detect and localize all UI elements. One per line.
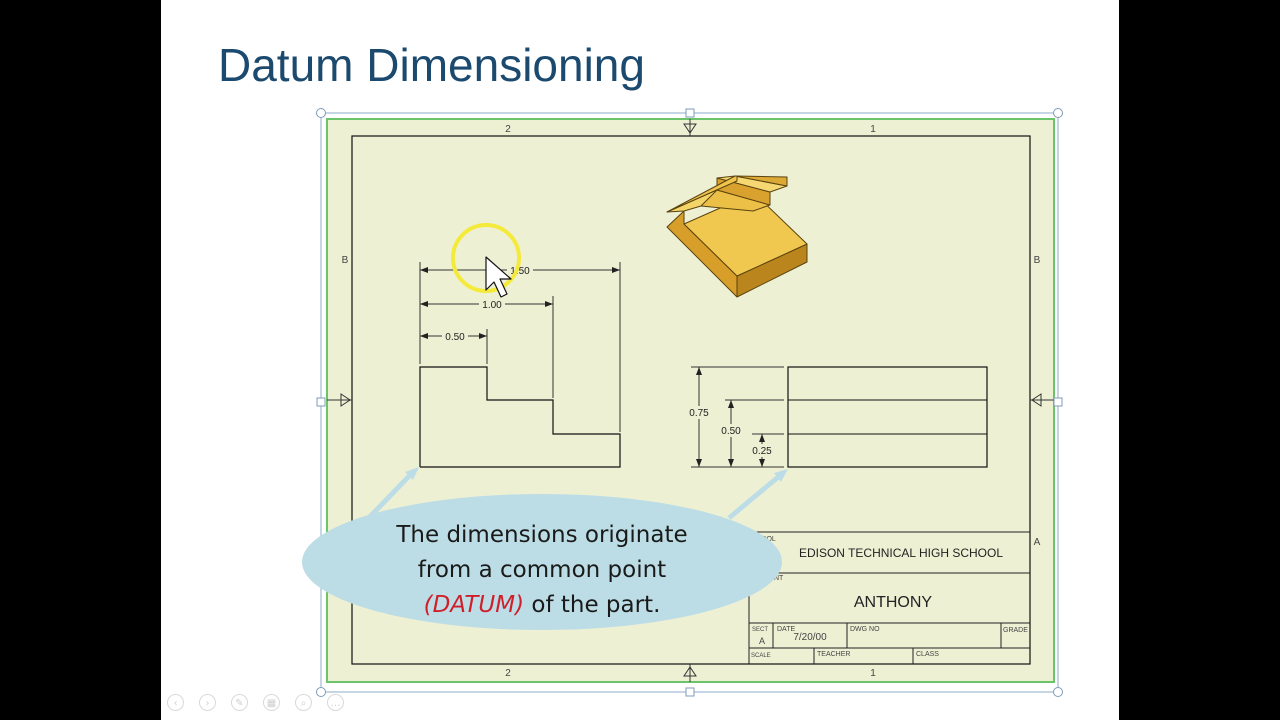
arrowhead-icon bbox=[405, 467, 419, 480]
date-label: DATE bbox=[777, 626, 795, 633]
dimension-text: 0.50 bbox=[445, 332, 465, 343]
arrowhead-icon bbox=[545, 301, 553, 307]
slideshow-toolbar: ‹ › ✎ ▦ ⌕ … bbox=[167, 694, 344, 712]
next-slide-icon[interactable]: › bbox=[199, 694, 216, 711]
student-name: ANTHONY bbox=[854, 594, 933, 611]
zone-label: 1 bbox=[870, 668, 876, 679]
arrowhead-icon bbox=[728, 400, 734, 408]
callout-line: (DATUM) of the part. bbox=[347, 588, 737, 623]
dimension-text: 1.50 bbox=[510, 266, 530, 277]
dimension-text: 1.00 bbox=[482, 300, 502, 311]
zoom-icon[interactable]: ⌕ bbox=[295, 694, 312, 711]
pen-icon[interactable]: ✎ bbox=[231, 694, 248, 711]
row-label: B bbox=[1034, 255, 1041, 266]
class-label: CLASS bbox=[916, 651, 939, 658]
dwg-no-label: DWG NO bbox=[850, 626, 880, 633]
zone-label: 2 bbox=[505, 124, 511, 135]
dim-gap bbox=[717, 424, 745, 437]
grade-label: GRADE bbox=[1003, 627, 1028, 634]
callout-line: from a common point bbox=[417, 557, 667, 583]
isometric-block bbox=[666, 175, 808, 298]
arrowhead-icon bbox=[728, 459, 734, 467]
center-mark-right-icon bbox=[1031, 393, 1042, 407]
front-view-outline bbox=[419, 366, 621, 468]
teacher-label: TEACHER bbox=[817, 651, 850, 658]
dimension-text: 0.75 bbox=[689, 408, 709, 419]
date-value: 7/20/00 bbox=[793, 632, 827, 643]
center-mark-bottom-icon bbox=[683, 666, 697, 677]
zone-label: 2 bbox=[505, 668, 511, 679]
arrowhead-icon bbox=[479, 333, 487, 339]
see-all-slides-icon[interactable]: ▦ bbox=[263, 694, 280, 711]
scale-label: SCALE bbox=[751, 653, 771, 659]
slide: Datum Dimensioning 2 1 2 1 B B A bbox=[161, 0, 1119, 720]
slide-title: Datum Dimensioning bbox=[218, 39, 645, 91]
callout-bubble bbox=[302, 494, 782, 630]
dimension-text: 0.25 bbox=[752, 446, 772, 457]
arrowhead-icon bbox=[696, 459, 702, 467]
previous-slide-icon[interactable]: ‹ bbox=[167, 694, 184, 711]
sect-value: A bbox=[759, 636, 765, 646]
student-label: NT bbox=[774, 575, 784, 582]
callout-pointer-right-line bbox=[727, 471, 785, 520]
dim-gap bbox=[442, 330, 468, 342]
arrowhead-icon bbox=[420, 301, 428, 307]
selection-handles[interactable] bbox=[316, 108, 1063, 697]
dim-gap bbox=[748, 444, 776, 457]
center-mark-left-icon bbox=[340, 393, 351, 407]
callout-line: The dimensions originate bbox=[396, 522, 688, 548]
sect-label: SECT bbox=[752, 627, 768, 633]
arrowhead-icon bbox=[759, 459, 765, 467]
side-view-outline bbox=[787, 366, 988, 468]
school-name: EDISON TECHNICAL HIGH SCHOOL bbox=[799, 546, 1003, 560]
arrowhead-icon bbox=[420, 333, 428, 339]
cursor-highlight bbox=[451, 223, 521, 293]
callout-text: The dimensions originate from a common p… bbox=[347, 518, 737, 623]
arrowhead-icon bbox=[612, 267, 620, 273]
dim-gap bbox=[685, 406, 713, 419]
title-block bbox=[748, 531, 1030, 664]
more-options-icon[interactable]: … bbox=[327, 694, 344, 711]
datum-term: (DATUM) bbox=[423, 592, 525, 618]
arrowhead-icon bbox=[420, 267, 428, 273]
row-label: A bbox=[1034, 537, 1041, 548]
center-mark-top-icon bbox=[683, 123, 697, 134]
row-label: B bbox=[342, 255, 349, 266]
arrowhead-icon bbox=[774, 469, 788, 482]
mouse-pointer-icon bbox=[485, 256, 512, 298]
arrowhead-icon bbox=[696, 367, 702, 375]
arrowhead-icon bbox=[759, 434, 765, 442]
callout-line-rest: of the part. bbox=[524, 592, 661, 618]
zone-label: 1 bbox=[870, 124, 876, 135]
dimension-text: 0.50 bbox=[721, 426, 741, 437]
dim-gap bbox=[479, 298, 505, 310]
